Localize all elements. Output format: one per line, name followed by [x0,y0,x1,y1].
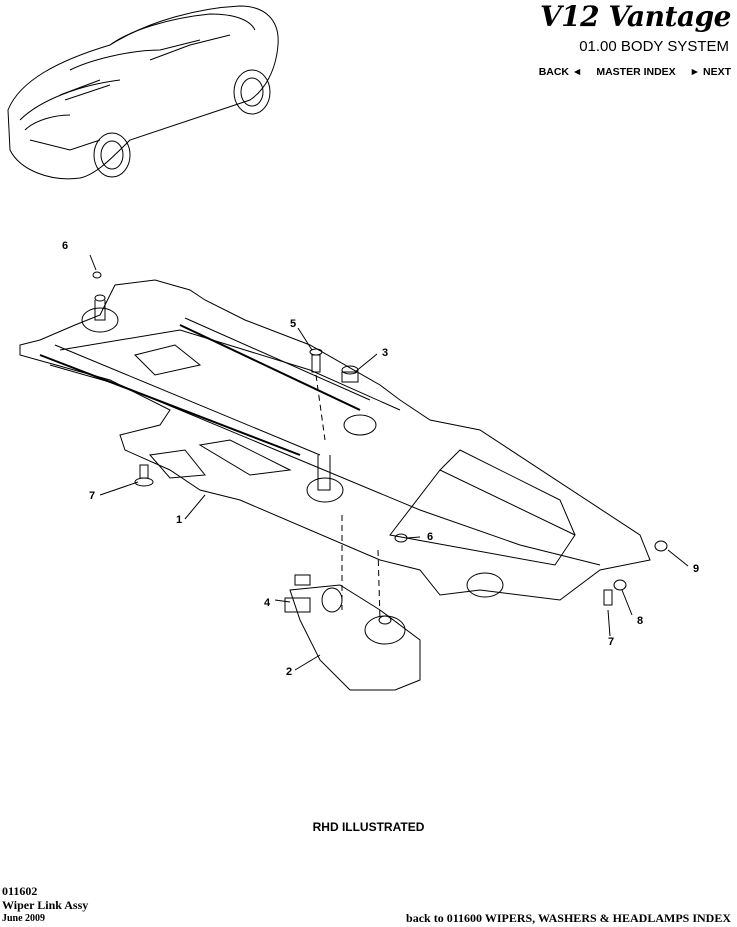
next-link[interactable]: ► NEXT [689,66,731,78]
callout-7b: 7 [608,636,614,648]
back-link[interactable]: BACK ◄ [538,66,583,78]
brand-logo: V12 Vantage [539,0,732,33]
callout-9: 9 [693,563,699,575]
master-index-link[interactable]: MASTER INDEX [596,66,676,78]
callout-5: 5 [290,318,296,330]
frame-outline [19,279,651,601]
callout-2: 2 [286,666,292,678]
navigation-bar: BACK ◄ MASTER INDEX ► NEXT [539,66,731,78]
wiper-motor-outline [289,584,421,691]
rhd-note: RHD ILLUSTRATED [312,820,425,834]
parts-diagram: 6 5 3 7 1 6 9 4 8 7 2 [19,240,699,691]
section-title: 01.00 BODY SYSTEM [579,38,729,55]
callout-4: 4 [264,597,271,609]
publish-date: June 2009 [2,913,46,924]
callout-6a: 6 [62,240,68,252]
back-to-index-link[interactable]: back to 011600 WIPERS, WASHERS & HEADLAM… [406,911,731,925]
part-code: 011602 [2,884,38,898]
part-name: Wiper Link Assy [2,898,89,912]
car-illustration [7,5,279,180]
callout-3: 3 [382,347,388,359]
callout-8: 8 [637,615,643,627]
callout-1: 1 [176,514,182,526]
callout-7a: 7 [89,490,95,502]
callout-6b: 6 [427,531,433,543]
